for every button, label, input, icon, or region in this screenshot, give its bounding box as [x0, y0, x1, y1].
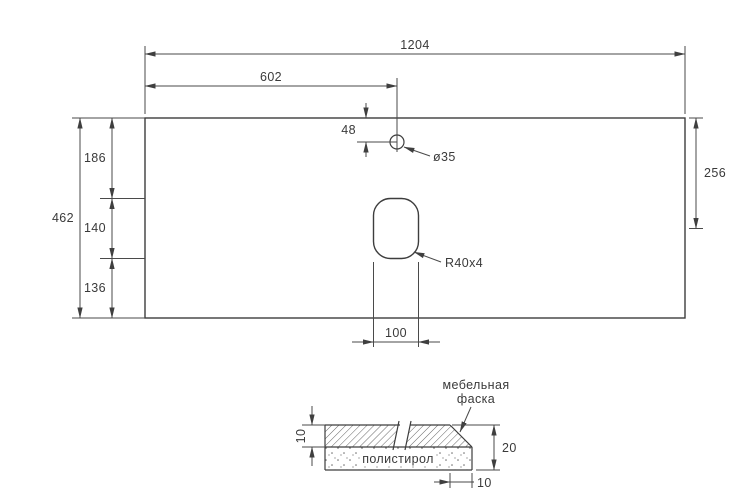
dim-bottom-segment-label: 136: [84, 281, 106, 295]
chamfer-edge: [449, 424, 473, 448]
dim-total-depth-label: 462: [52, 211, 74, 225]
dim-right-label: 256: [704, 166, 726, 180]
dim-edge-height-label: 20: [502, 441, 517, 455]
dim-chamfer-width: 10: [434, 473, 497, 490]
break-line-1: [392, 420, 400, 451]
section-outline: [324, 424, 473, 471]
dim-cutout-width: 100: [352, 262, 440, 347]
chamfer-label-line1: мебельная: [443, 378, 510, 392]
dim-half-width-label: 602: [260, 70, 282, 84]
dim-total-width: 1204: [144, 38, 686, 114]
material-label-bg: [360, 452, 436, 466]
cutout-radius-label: R40x4: [445, 256, 483, 270]
dim-top-segment-label: 186: [84, 151, 106, 165]
dim-cutout-width-label: 100: [385, 326, 407, 340]
break-line-2: [404, 420, 412, 451]
dim-right-256: 256: [689, 117, 726, 229]
dim-edge-height: 20: [452, 424, 517, 471]
dim-half-width: 602: [144, 70, 398, 89]
dim-total-width-label: 1204: [400, 38, 429, 52]
chamfer-label-line2: фаска: [457, 392, 495, 406]
dim-mid-segment-label: 140: [84, 221, 106, 235]
dim-top-thickness-label: 10: [294, 429, 308, 444]
callout-chamfer: мебельная фаска: [443, 378, 510, 433]
dim-depth-segments: 186 140 136: [84, 117, 115, 319]
dim-faucet-offset: 48: [341, 103, 397, 157]
dim-top-thickness: 10: [294, 406, 325, 466]
plan-view: 1204 602 48 ø35 256: [52, 38, 726, 347]
section-view: полистирол мебельная фаска 10 20: [294, 378, 517, 490]
callout-faucet-diameter: ø35: [403, 146, 456, 164]
dim-chamfer-width-label: 10: [477, 476, 492, 490]
dim-faucet-offset-label: 48: [341, 123, 356, 137]
sink-cutout: [372, 197, 420, 260]
countertop-outline: [144, 117, 686, 319]
hatch-left: [325, 425, 403, 447]
faucet-diameter-label: ø35: [433, 150, 456, 164]
material-label: полистирол: [362, 452, 434, 466]
callout-cutout-radius: R40x4: [413, 251, 483, 270]
dim-chamfer-width-bg: [474, 476, 497, 489]
dim-total-depth: 462: [52, 117, 83, 319]
